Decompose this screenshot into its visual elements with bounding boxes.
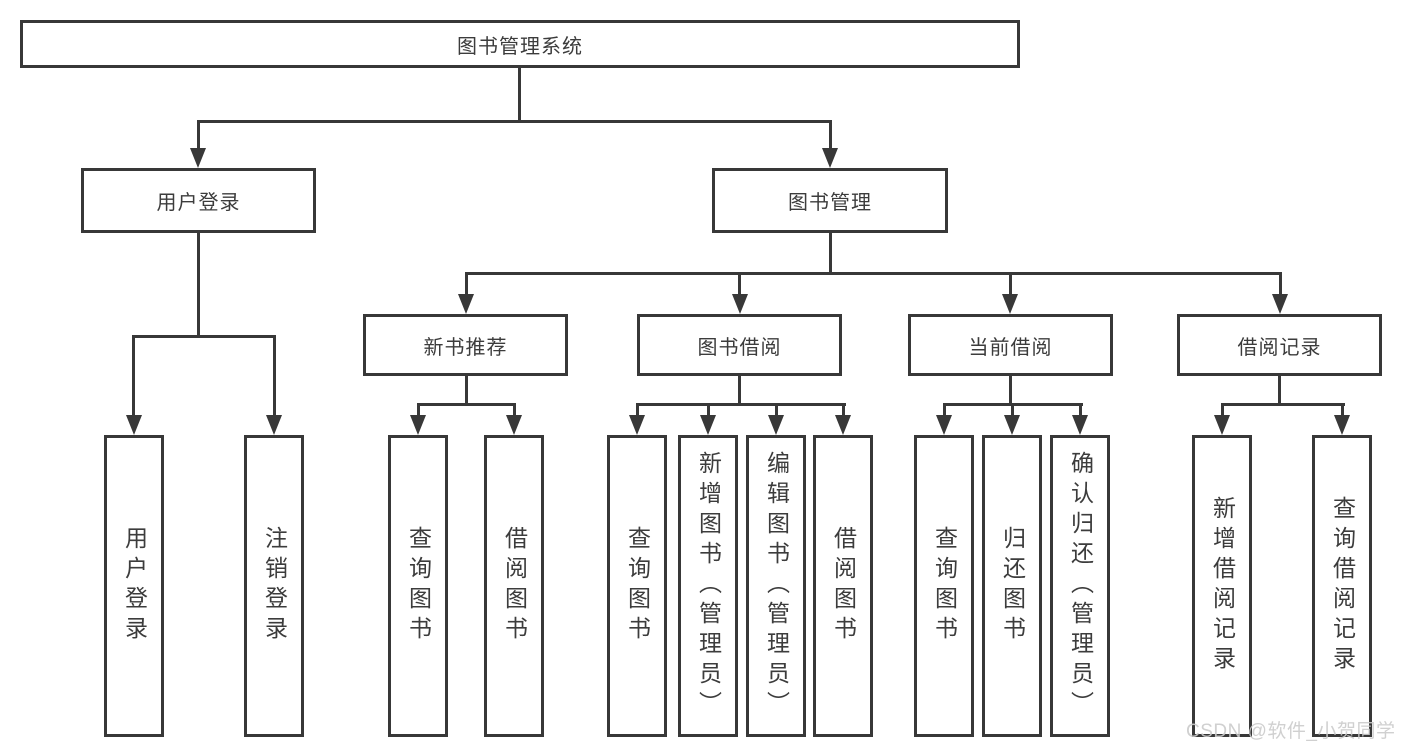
node-borrow-records: 借阅记录 (1177, 314, 1382, 376)
connector-line (1278, 376, 1281, 403)
connector-line (1279, 272, 1282, 298)
arrowhead-icon (768, 415, 784, 435)
leaf-add-borrow-record: 新增借阅记录 (1192, 435, 1252, 737)
connector-line (829, 120, 832, 154)
arrowhead-icon (190, 148, 206, 168)
connector-line (518, 68, 521, 120)
arrowhead-icon (126, 415, 142, 435)
connector-line (1221, 403, 1224, 419)
node-book-management: 图书管理 (712, 168, 948, 233)
leaf-query-books-recommend: 查询图书 (388, 435, 448, 737)
connector-line (465, 272, 1282, 275)
arrowhead-icon (1004, 415, 1020, 435)
connector-line (842, 403, 845, 419)
node-book-borrow: 图书借阅 (637, 314, 842, 376)
leaf-user-login: 用户登录 (104, 435, 164, 737)
leaf-query-borrow-record: 查询借阅记录 (1312, 435, 1372, 737)
arrowhead-icon (1002, 294, 1018, 314)
connector-line (417, 403, 420, 419)
arrowhead-icon (266, 415, 282, 435)
connector-line (132, 335, 276, 338)
leaf-borrow-books: 借阅图书 (813, 435, 873, 737)
arrowhead-icon (629, 415, 645, 435)
node-root: 图书管理系统 (20, 20, 1020, 68)
leaf-logout-login: 注销登录 (244, 435, 304, 737)
arrowhead-icon (700, 415, 716, 435)
arrowhead-icon (1334, 415, 1350, 435)
connector-line (1079, 403, 1082, 419)
arrowhead-icon (458, 294, 474, 314)
connector-line (1009, 272, 1012, 298)
leaf-confirm-return-admin: 确认归还（管理员） (1050, 435, 1110, 737)
connector-line (1011, 403, 1014, 419)
node-current-borrow: 当前借阅 (908, 314, 1113, 376)
connector-line (636, 403, 639, 419)
connector-line (636, 403, 846, 406)
arrowhead-icon (506, 415, 522, 435)
connector-line (273, 335, 276, 419)
connector-line (943, 403, 946, 419)
connector-line (1009, 376, 1012, 403)
connector-line (197, 120, 200, 154)
connector-line (465, 272, 468, 298)
arrowhead-icon (410, 415, 426, 435)
arrowhead-icon (1214, 415, 1230, 435)
connector-line (1221, 403, 1345, 406)
leaf-query-books-borrow: 查询图书 (607, 435, 667, 737)
connector-line (465, 376, 468, 403)
leaf-return-books: 归还图书 (982, 435, 1042, 737)
connector-line (513, 403, 516, 419)
arrowhead-icon (936, 415, 952, 435)
connector-line (829, 233, 832, 272)
connector-line (132, 335, 135, 419)
connector-line (417, 403, 516, 406)
arrowhead-icon (1072, 415, 1088, 435)
node-user-login: 用户登录 (81, 168, 316, 233)
leaf-borrow-books-recommend: 借阅图书 (484, 435, 544, 737)
connector-line (775, 403, 778, 419)
connector-line (197, 233, 200, 335)
arrowhead-icon (1272, 294, 1288, 314)
leaf-edit-books-admin: 编辑图书（管理员） (746, 435, 806, 737)
connector-line (197, 120, 832, 123)
connector-line (738, 376, 741, 403)
csdn-watermark: CSDN @软件_小贺同学 (1186, 721, 1396, 742)
connector-line (707, 403, 710, 419)
arrowhead-icon (822, 148, 838, 168)
arrowhead-icon (732, 294, 748, 314)
connector-line (738, 272, 741, 298)
node-new-book-recommend: 新书推荐 (363, 314, 568, 376)
connector-line (1341, 403, 1344, 419)
leaf-query-books-current: 查询图书 (914, 435, 974, 737)
leaf-add-books-admin: 新增图书（管理员） (678, 435, 738, 737)
arrowhead-icon (835, 415, 851, 435)
